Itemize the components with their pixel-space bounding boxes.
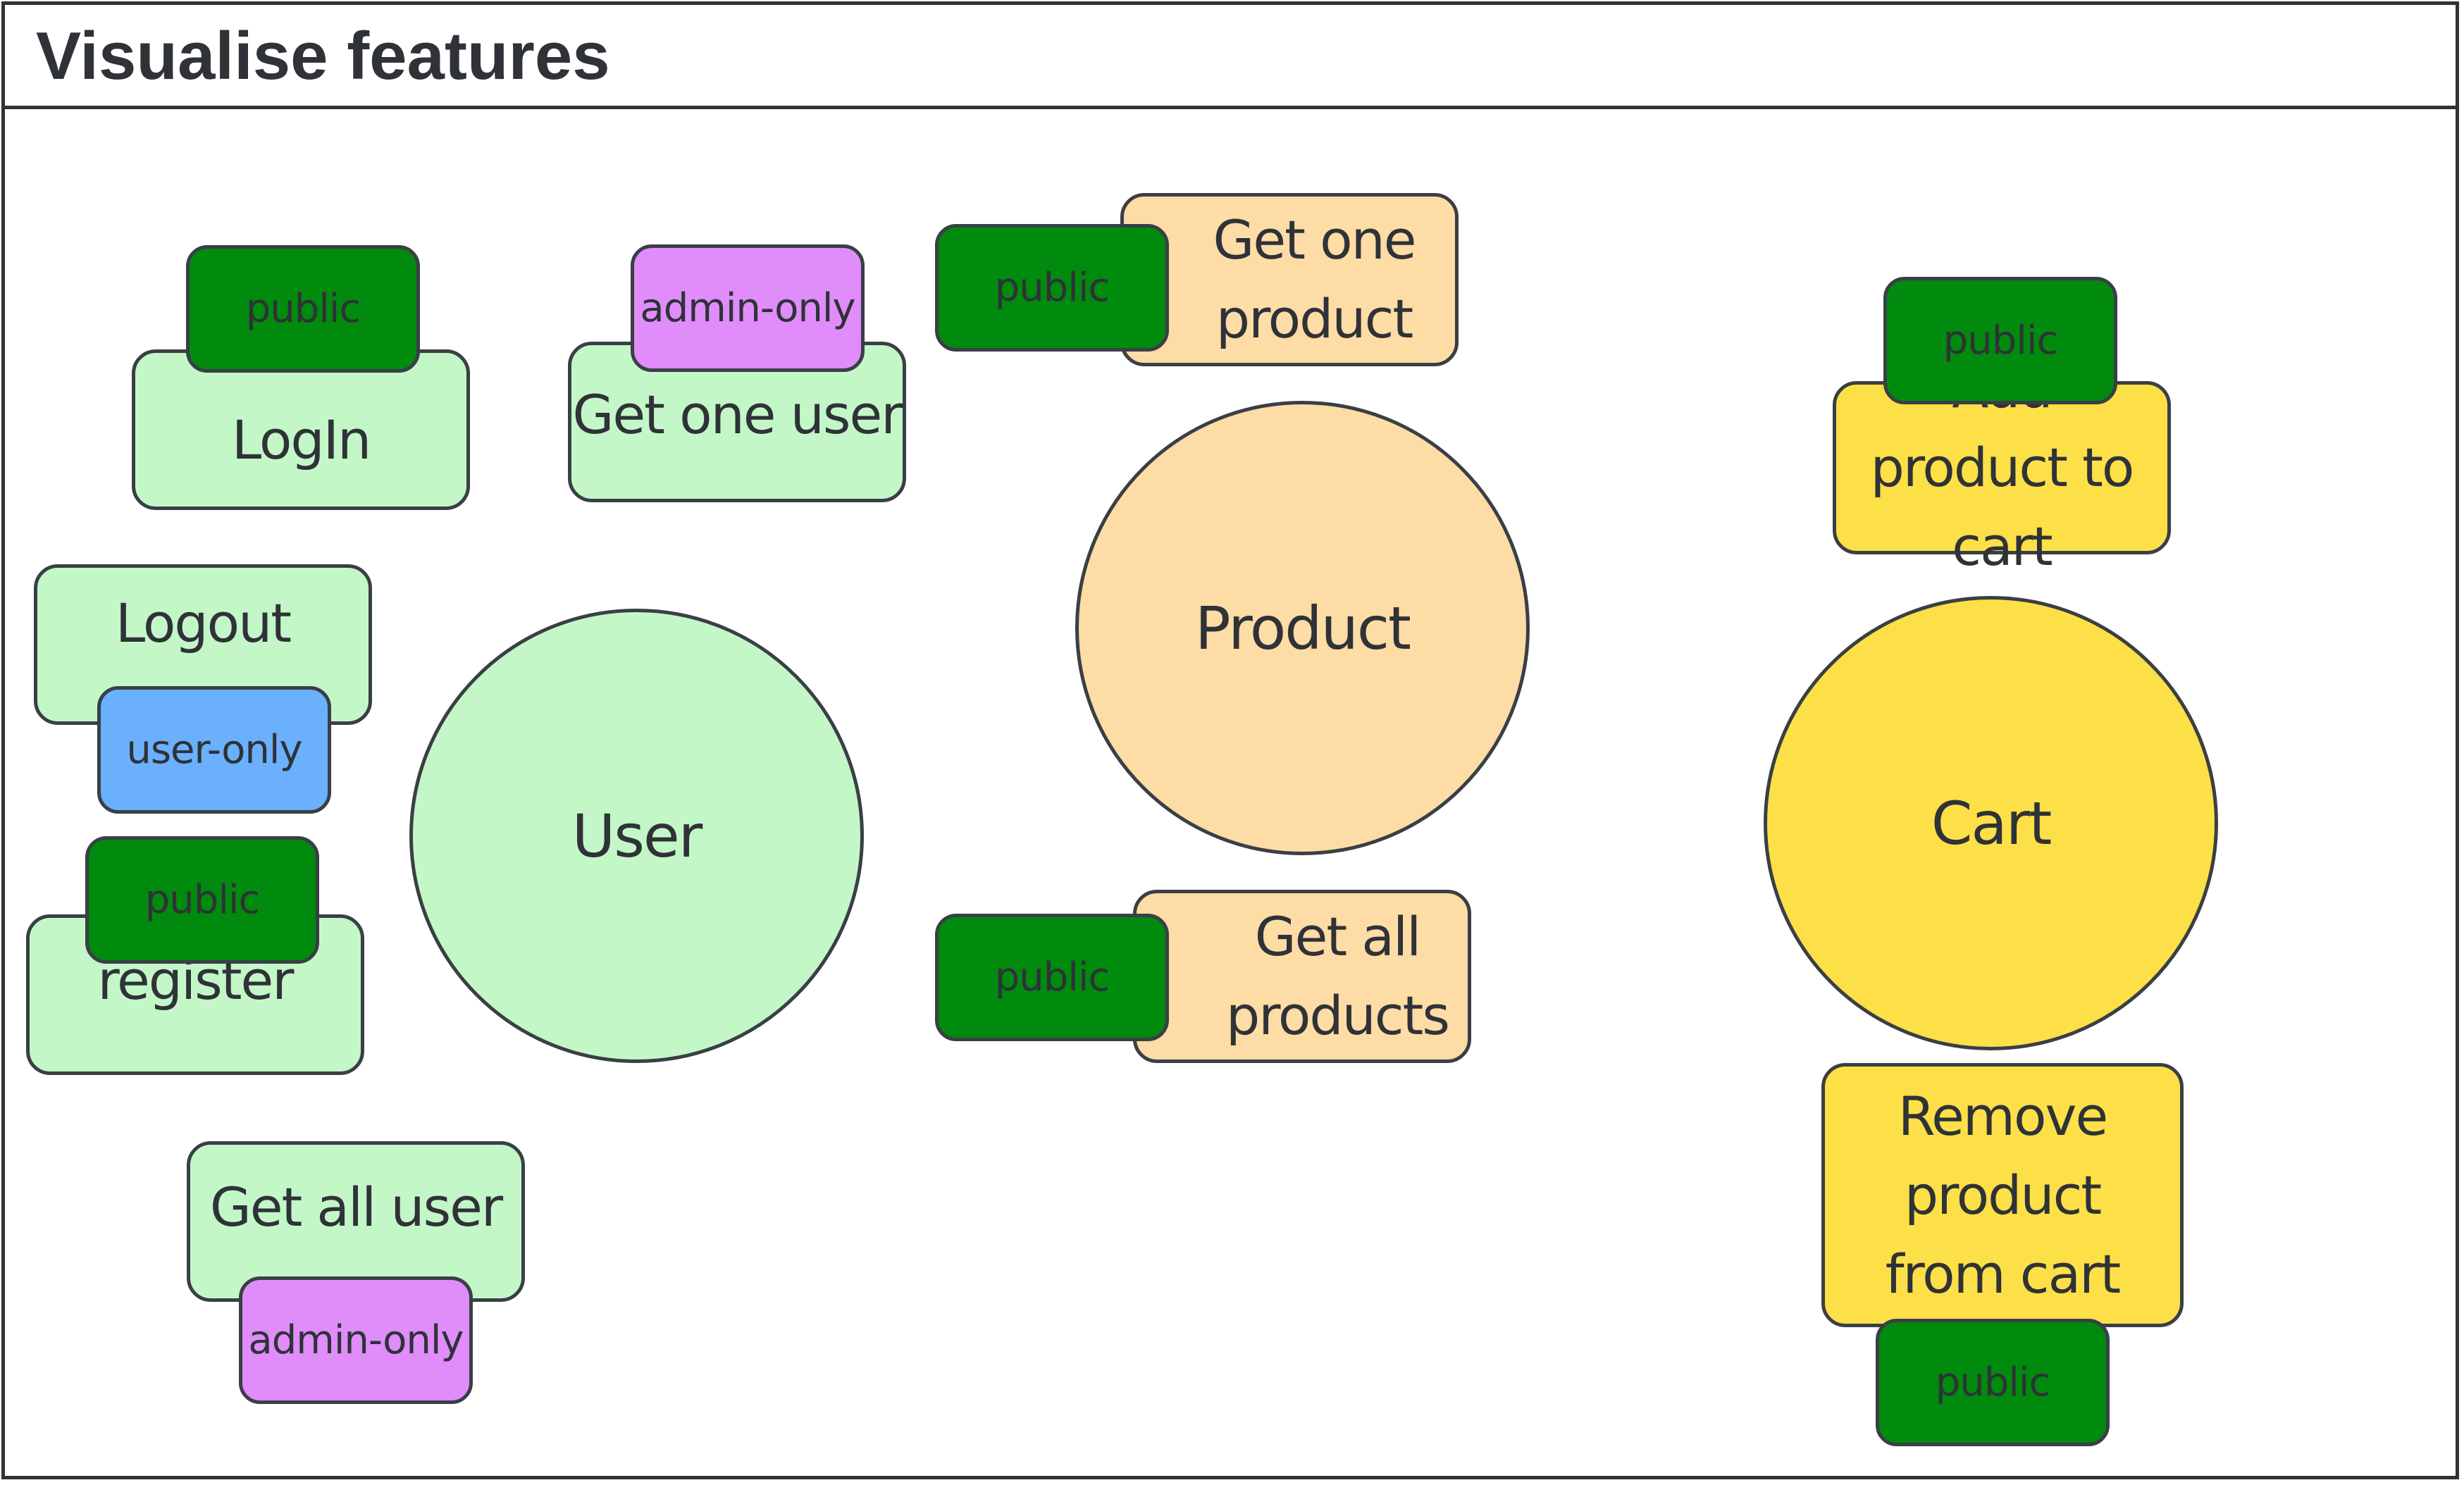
get-one-product-access-tag[interactable]: public bbox=[935, 224, 1169, 352]
cart-entity[interactable]: Cart bbox=[1764, 596, 2218, 1050]
login-feature[interactable]: LogIn bbox=[132, 349, 470, 510]
add-to-cart-feature[interactable]: Add product to cart bbox=[1833, 357, 2171, 578]
user-entity[interactable]: User bbox=[409, 609, 864, 1063]
product-entity[interactable]: Product bbox=[1075, 401, 1530, 855]
get-all-products-access-tag[interactable]: public bbox=[935, 914, 1169, 1041]
get-one-product-feature[interactable]: Get one product bbox=[1120, 193, 1459, 366]
remove-from-cart-access-tag[interactable]: public bbox=[1876, 1319, 2110, 1446]
get-all-user-access-tag[interactable]: admin-only bbox=[239, 1276, 473, 1404]
diagram-header: Visualise features bbox=[5, 5, 2456, 109]
get-one-user-access-tag[interactable]: admin-only bbox=[631, 244, 865, 372]
register-access-tag[interactable]: public bbox=[85, 836, 319, 964]
logout-access-tag[interactable]: user-only bbox=[97, 686, 331, 814]
add-to-cart-access-tag[interactable]: public bbox=[1883, 277, 2117, 404]
diagram-title: Visualise features bbox=[36, 18, 610, 94]
login-access-tag[interactable]: public bbox=[186, 245, 420, 373]
remove-from-cart-feature[interactable]: Remove product from cart bbox=[1821, 1063, 2184, 1327]
get-all-products-feature[interactable]: Get all products bbox=[1133, 890, 1471, 1063]
